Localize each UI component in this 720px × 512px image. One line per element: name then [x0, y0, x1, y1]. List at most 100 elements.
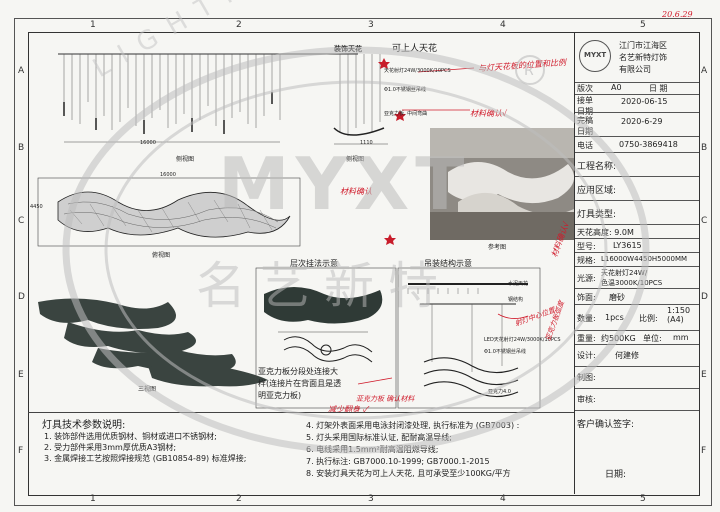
light-value-1: 天花射灯24W/ [601, 269, 648, 277]
acrylic-note-1: 亚克力板分段处连接大 [258, 367, 338, 376]
watermark-logo-text: MYXT [218, 142, 471, 226]
review-label: 审核: [577, 395, 596, 404]
ruler-col-3: 3 [368, 20, 374, 30]
tb-row-quote-date: 接单 日期 2020-06-15 [575, 94, 699, 116]
steel-note: 钢结构 [508, 297, 524, 303]
customer-sign-label: 客户确认签字: [577, 420, 635, 430]
light-label: 光源: [577, 274, 596, 283]
ruler-col-5-bottom: 5 [640, 494, 646, 504]
design-value: 何建修 [615, 351, 639, 360]
tb-row-area: 应用区域: [575, 176, 699, 201]
tb-row-type: 灯具类型: [575, 200, 699, 225]
row-c-right: C [701, 216, 708, 226]
company-logo-icon: MYXT [579, 40, 611, 72]
tb-row-phone: 电话 0750-3869418 [575, 136, 699, 153]
handwritten-note-2: 材料确认√ [470, 109, 508, 118]
unit-value: mm [673, 333, 689, 342]
tb-row-customer: 客户确认签字: 日期: [575, 410, 699, 495]
watermark-cn-text: 名艺新特 [196, 257, 452, 315]
row-e-right: E [701, 370, 707, 380]
side-view-label: 侧视图 [176, 156, 195, 163]
row-b: B [18, 143, 25, 153]
specs-title: 灯具技术参数说明: [42, 420, 126, 431]
finish-date-value: 2020-6-29 [621, 117, 663, 126]
top-view-label: 俯视图 [152, 252, 171, 259]
dim-4450: 4450 [30, 204, 43, 210]
tb-row-light: 光源: 天花射灯24W/ 色温3000K/10PCS [575, 266, 699, 289]
area-label: 应用区域: [577, 186, 617, 196]
ruler-col-5: 5 [640, 20, 646, 30]
ceiling-label: 装饰天花 [334, 45, 362, 53]
row-e: E [18, 370, 24, 380]
size-value: L16000W4450H5000MM [601, 255, 688, 263]
surface-value: 磨砂 [609, 293, 625, 302]
title-block: MYXT 江门市江海区 名艺新特灯饰 有限公司 版次 A0 日 期 接单 日期 … [574, 32, 699, 494]
row-a-right: A [701, 66, 708, 76]
panel-note: 亚克力板, 中间弯曲 [384, 111, 428, 117]
row-c: C [18, 216, 25, 226]
row-f: F [18, 446, 24, 456]
row-d: D [18, 292, 25, 302]
model-value: LY3615 [613, 241, 642, 250]
tb-row-review: 审核: [575, 388, 699, 411]
concrete-note: 水泥天花 [508, 281, 529, 287]
outer-frame [14, 18, 712, 506]
spec-2: 2. 受力部件采用3mm厚优质A3钢材; [44, 443, 177, 452]
scale-value: 1:150 (A4) [667, 306, 691, 324]
tb-row-surface: 饰面: 磨砂 [575, 288, 699, 305]
tb-row-drafter: 制图: [575, 366, 699, 389]
handwritten-note-7: 亚克力板 确认材料 [356, 395, 415, 403]
tb-row-project: 工程名称: [575, 152, 699, 177]
tb-row-finish-date: 完稿 日期 2020-6-29 [575, 112, 699, 137]
dim-16000-side: 16000 [140, 140, 156, 146]
qty-label: 数量: [577, 314, 596, 323]
type-label: 灯具类型: [577, 210, 617, 220]
ceiling-note: 可上人天花 [392, 44, 438, 54]
model-label: 型号: [577, 242, 596, 251]
three-view-label: 三视图 [138, 386, 157, 393]
ruler-col-2-bottom: 2 [236, 494, 242, 504]
acrylic-note-3: 明亚克力板) [258, 391, 302, 400]
unit-label: 单位: [643, 334, 662, 343]
weight-value: 约500KG [601, 334, 636, 343]
wire-note-small: Φ1.0不锈钢丝吊线 [484, 349, 526, 355]
date-header: 日 期 [649, 84, 668, 93]
acrylic-note-small: 亚克力4.0 [488, 389, 511, 395]
spec-8: 8. 安装灯具天花为可上人天花, 且可承受至少100KG/平方 [306, 469, 511, 478]
surface-label: 饰面: [577, 293, 596, 302]
spec-4: 4. 灯架外表面采用电泳封闭漆处理, 执行标准为 (GB7003) : [306, 421, 520, 430]
dim-16000-top: 16000 [160, 172, 176, 178]
row-f-right: F [701, 446, 707, 456]
qty-value: 1pcs [605, 313, 624, 322]
tb-row-design: 设计: 何建修 [575, 344, 699, 367]
size-label: 规格: [577, 256, 596, 265]
light-value-2: 色温3000K/10PCS [601, 279, 663, 287]
ceiling-height: 天花高度: 9.0M [577, 228, 634, 237]
company-name-2: 名艺新特灯饰 [619, 53, 667, 62]
spec-5: 5. 灯头采用国际标准认证, 配耐高温导线; [306, 433, 452, 442]
ceiling-lamp-note: 天花射灯24W/3000K/10PCS [384, 68, 451, 74]
spec-6: 6. 电线采用1.5mm²耐高温阻燃导线; [306, 445, 439, 454]
finish-date-label: 完稿 日期 [577, 116, 593, 136]
row-d-right: D [701, 292, 708, 302]
row-a: A [18, 66, 25, 76]
row-b-right: B [701, 143, 708, 153]
ruler-col-4-bottom: 4 [500, 494, 506, 504]
ruler-col-1-bottom: 1 [90, 494, 96, 504]
spec-7: 7. 执行标注: GB7000.10-1999; GB7000.1-2015 [306, 457, 490, 466]
phone-value: 0750-3869418 [619, 140, 678, 149]
customer-date-label: 日期: [605, 470, 627, 480]
ruler-col-1: 1 [90, 20, 96, 30]
wire-note: Φ1.0不锈钢丝吊线 [384, 87, 426, 93]
project-label: 工程名称: [577, 162, 617, 172]
weight-label: 重量: [577, 334, 596, 343]
tb-row-ceiling: 天花高度: 9.0M [575, 224, 699, 239]
design-label: 设计: [577, 351, 596, 360]
handwritten-date: 20.6.29 [662, 10, 693, 19]
revision-value: A0 [611, 83, 622, 92]
drafter-label: 制图: [577, 373, 596, 382]
ruler-col-4: 4 [500, 20, 506, 30]
inner-frame [28, 32, 700, 496]
tb-row-size: 规格: L16000W4450H5000MM [575, 252, 699, 267]
